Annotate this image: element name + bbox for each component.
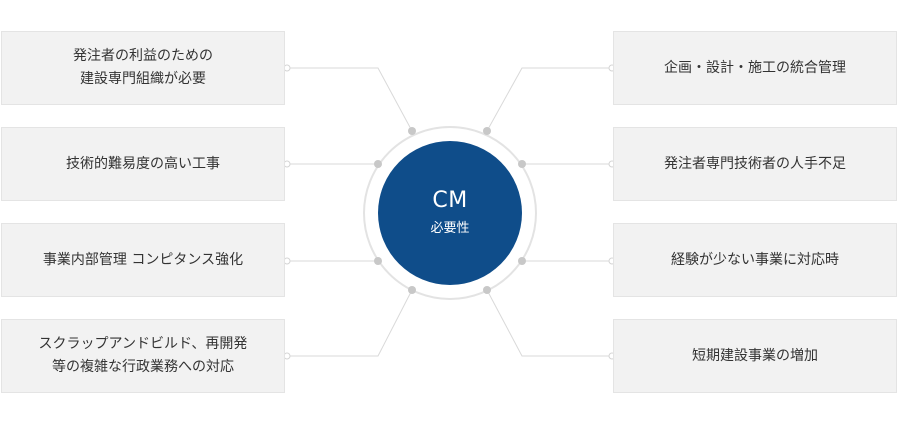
ring-dot-l1 — [408, 127, 416, 135]
ring-dot-r4 — [483, 286, 491, 294]
right-item-1: 企画・設計・施工の統合管理 — [613, 31, 897, 105]
left-item-4: スクラップアンドビルド、再開発 等の複雑な行政業務への対応 — [1, 319, 285, 393]
right-item-4: 短期建設事業の増加 — [613, 319, 897, 393]
right-item-2: 発注者専門技術者の人手不足 — [613, 127, 897, 201]
ring-dot-r1 — [483, 127, 491, 135]
ring-dot-r3 — [518, 257, 526, 265]
center-ring — [363, 126, 537, 300]
connector-left-1 — [287, 67, 413, 132]
center-title: CM — [432, 188, 468, 213]
ring-dot-l2 — [374, 160, 382, 168]
ring-dot-l3 — [374, 257, 382, 265]
center-subtitle: 必要性 — [430, 221, 470, 236]
ring-dot-l4 — [408, 286, 416, 294]
ring-dot-r2 — [518, 160, 526, 168]
left-item-3: 事業内部管理 コンピタンス強化 — [1, 223, 285, 297]
center-circle: CM 必要性 — [378, 141, 522, 285]
connector-left-4 — [287, 289, 413, 357]
left-item-1: 発注者の利益のための 建設専門組織が必要 — [1, 31, 285, 105]
connector-right-4 — [486, 289, 612, 357]
left-item-2: 技術的難易度の高い工事 — [1, 127, 285, 201]
right-item-3: 経験が少ない事業に対応時 — [613, 223, 897, 297]
connector-right-1 — [486, 67, 612, 132]
